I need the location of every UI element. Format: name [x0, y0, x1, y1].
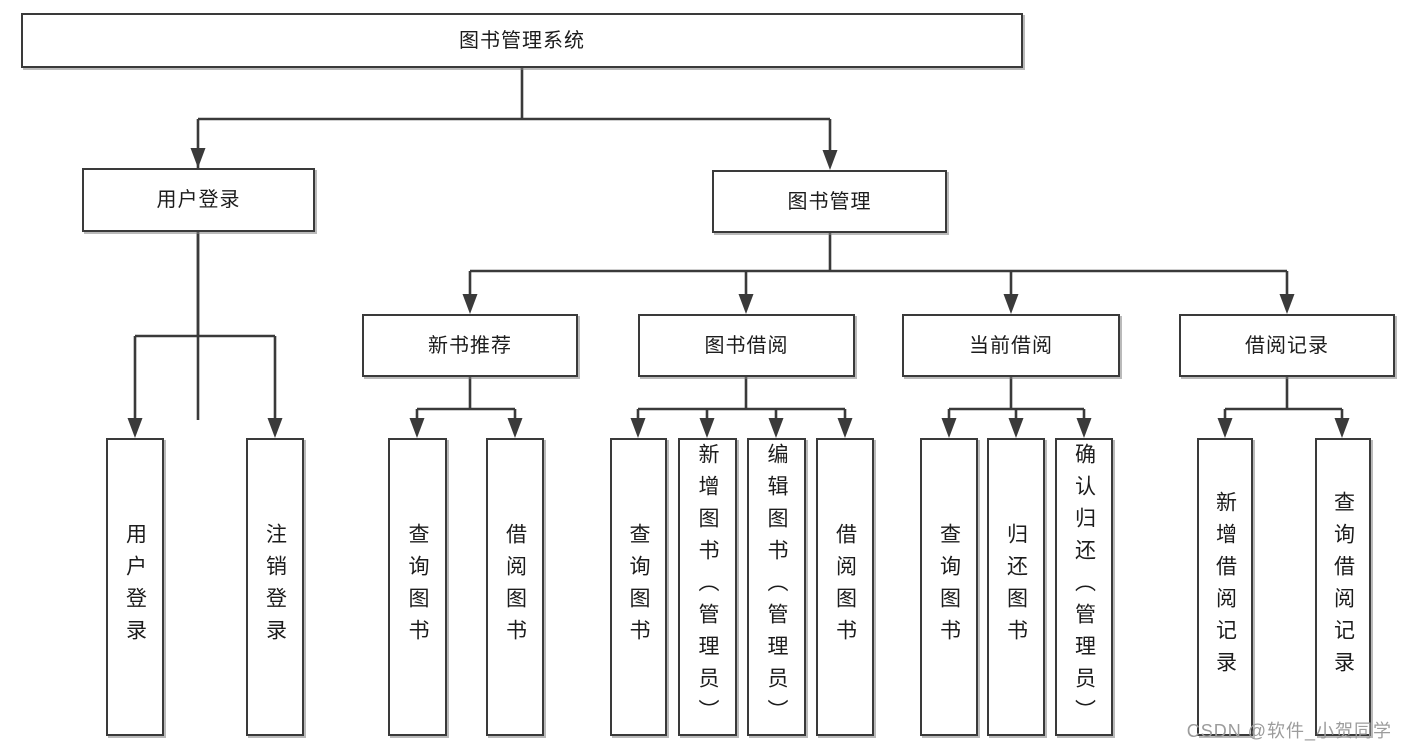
connector-borrow-records-to-leaves — [1217, 377, 1350, 438]
node-borrow-edit-book-admin-label: 编辑图书（管理员） — [765, 443, 788, 731]
node-leaf-logout: 注销登录 — [246, 438, 304, 736]
node-newrec-query-book: 查询图书 — [388, 438, 447, 736]
node-borrow-add-book-admin: 新增图书（管理员） — [678, 438, 737, 736]
node-root-label: 图书管理系统 — [459, 29, 585, 52]
node-leaf-user-login: 用户登录 — [106, 438, 164, 736]
node-borrow-records: 借阅记录 — [1179, 314, 1395, 377]
node-current-query-book: 查询图书 — [920, 438, 978, 736]
node-book-management-label: 图书管理 — [787, 190, 872, 213]
node-records-add-record: 新增借阅记录 — [1197, 438, 1253, 736]
connector-current-borrow-to-leaves — [941, 377, 1092, 438]
node-new-book-recommend-label: 新书推荐 — [428, 334, 512, 357]
node-records-add-record-label: 新增借阅记录 — [1213, 491, 1237, 683]
node-new-book-recommend: 新书推荐 — [362, 314, 578, 377]
node-borrow-add-book-admin-label: 新增图书（管理员） — [696, 443, 719, 731]
node-borrow-records-label: 借阅记录 — [1245, 334, 1329, 357]
node-borrow-query-book: 查询图书 — [610, 438, 667, 736]
node-current-return-book-label: 归还图书 — [1004, 523, 1028, 651]
node-newrec-borrow-book-label: 借阅图书 — [503, 523, 527, 651]
node-current-return-book: 归还图书 — [987, 438, 1045, 736]
node-user-login-label: 用户登录 — [156, 189, 241, 211]
watermark: CSDN @软件_小贺同学 — [1186, 721, 1392, 741]
node-newrec-query-book-label: 查询图书 — [406, 523, 429, 651]
node-borrow-borrow-book-label: 借阅图书 — [833, 523, 857, 651]
node-records-query-record: 查询借阅记录 — [1315, 438, 1371, 736]
connector-root-to-level2 — [190, 68, 838, 420]
node-book-management: 图书管理 — [712, 170, 947, 233]
connector-new-book-recommend-to-leaves — [409, 377, 523, 438]
node-borrow-borrow-book: 借阅图书 — [816, 438, 874, 736]
node-leaf-user-login-label: 用户登录 — [123, 523, 147, 651]
node-borrow-query-book-label: 查询图书 — [627, 523, 650, 651]
node-leaf-logout-label: 注销登录 — [263, 523, 287, 651]
node-current-confirm-return-admin: 确认归还（管理员） — [1055, 438, 1113, 736]
node-user-login: 用户登录 — [82, 168, 315, 232]
connector-book-borrow-to-leaves — [630, 377, 853, 438]
node-current-borrow: 当前借阅 — [902, 314, 1120, 377]
node-book-borrow: 图书借阅 — [638, 314, 855, 377]
node-current-borrow-label: 当前借阅 — [969, 334, 1053, 357]
connector-book-management-to-level3 — [462, 233, 1295, 314]
node-current-confirm-return-admin-label: 确认归还（管理员） — [1072, 443, 1096, 731]
connector-user-login-to-leaves — [127, 232, 283, 438]
node-root: 图书管理系统 — [21, 13, 1023, 68]
node-borrow-edit-book-admin: 编辑图书（管理员） — [747, 438, 806, 736]
node-current-query-book-label: 查询图书 — [937, 523, 961, 651]
node-records-query-record-label: 查询借阅记录 — [1331, 491, 1355, 683]
node-book-borrow-label: 图书借阅 — [704, 334, 789, 357]
node-newrec-borrow-book: 借阅图书 — [486, 438, 544, 736]
